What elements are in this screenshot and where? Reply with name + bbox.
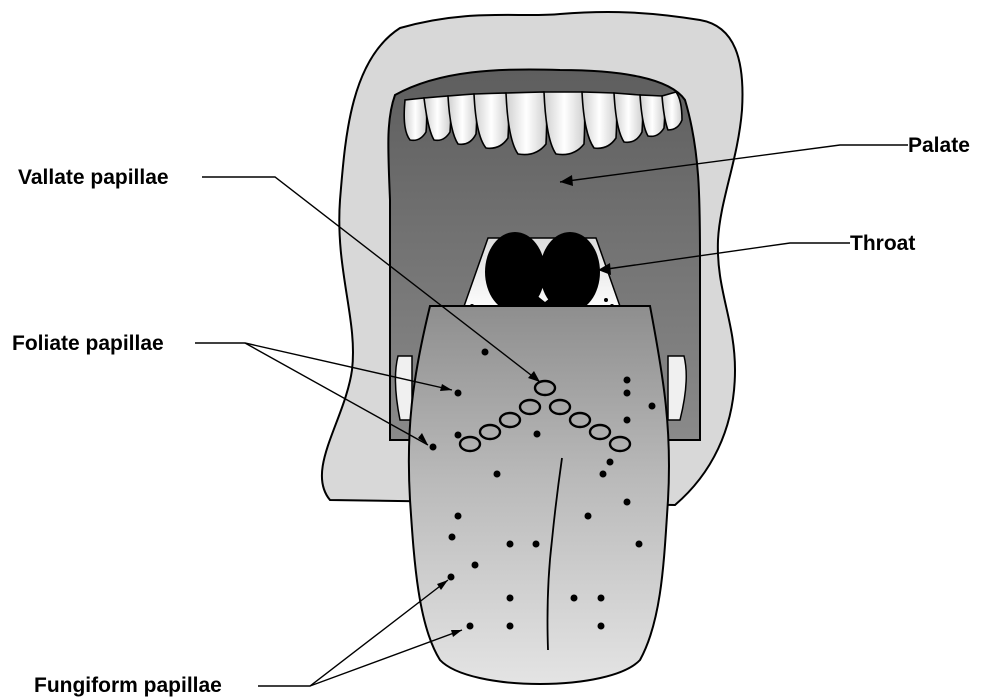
papilla-dot [624,390,631,397]
papilla-dot [455,513,462,520]
papilla-dot [624,499,631,506]
label-palate: Palate [908,134,970,157]
tongue [409,306,669,684]
papilla-dot [636,541,643,548]
papilla-dot [467,623,474,630]
lower-left-teeth [395,356,412,420]
papilla-dot [448,574,455,581]
papilla-dot [534,431,541,438]
papilla-dot [507,595,514,602]
papilla-dot [600,471,607,478]
papilla-dot [585,513,592,520]
label-throat: Throat [850,232,915,255]
label-foliate-papillae: Foliate papillae [12,332,164,355]
papilla-dot [482,349,489,356]
papilla-dot [507,541,514,548]
papilla-dot [494,471,501,478]
papilla-dot [449,534,456,541]
papilla-dot [472,562,479,569]
papilla-dot [533,541,540,548]
papilla-dot [507,623,514,630]
papilla-dot [649,403,656,410]
papilla-dot [598,623,605,630]
papilla-dot [430,444,437,451]
papilla-dot [598,595,605,602]
label-vallate-papillae: Vallate papillae [18,166,169,189]
papilla-dot [455,390,462,397]
label-fungiform-papillae: Fungiform papillae [34,674,222,697]
papilla-dot [624,417,631,424]
papilla-dot [607,459,614,466]
papilla-dot [455,432,462,439]
throat [462,232,622,312]
papilla-dot [571,595,578,602]
papilla-dot [624,377,631,384]
